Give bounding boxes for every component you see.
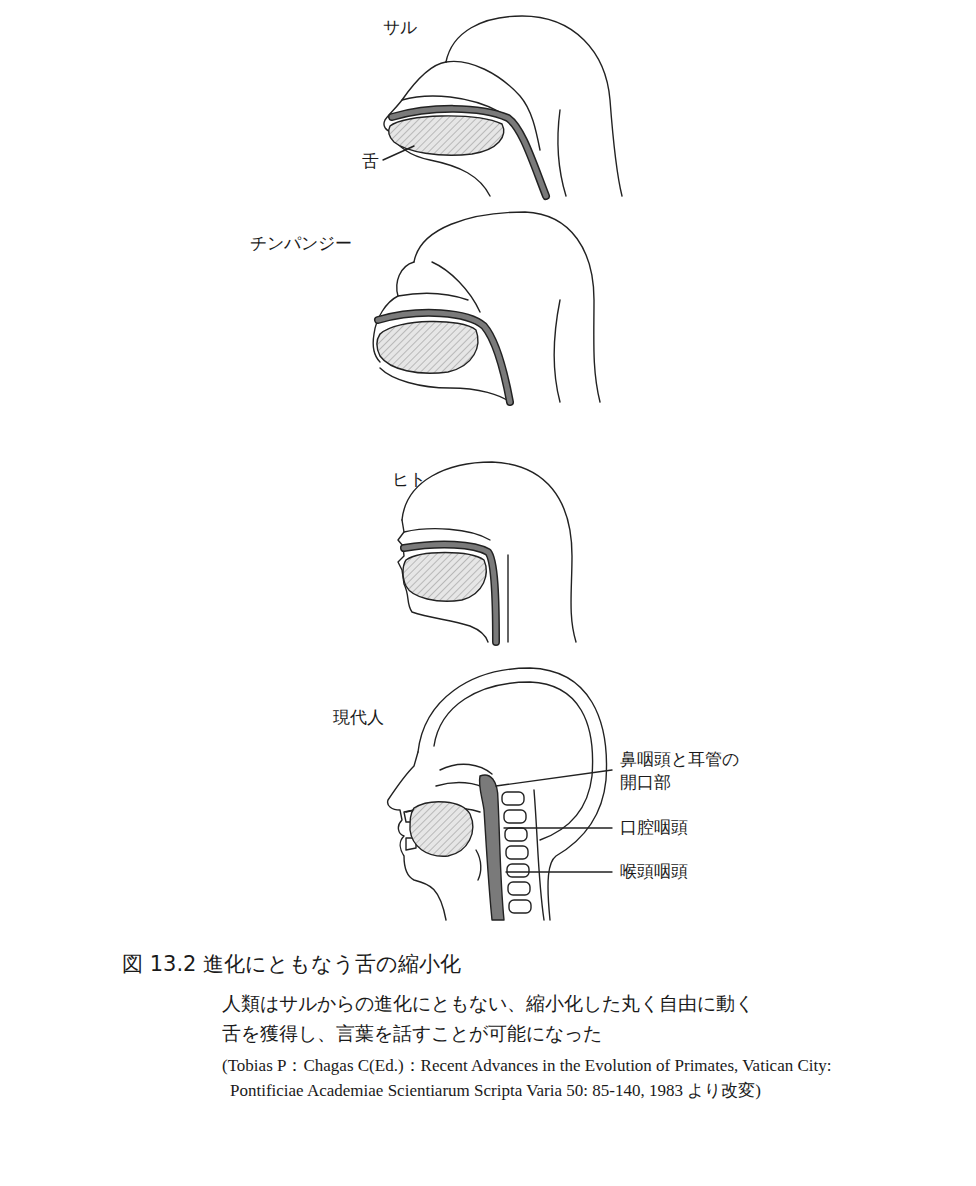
jaw-outline [380, 368, 510, 402]
face-outline [398, 520, 488, 642]
airway-band [404, 545, 496, 642]
nasal-line [404, 529, 490, 540]
epiglottis [476, 850, 481, 880]
nasal-line [398, 293, 468, 300]
leader-line [506, 871, 612, 872]
leader-line [504, 827, 612, 828]
species-label: 現代人 [333, 706, 384, 729]
airway-band [378, 313, 510, 402]
vertebra [509, 900, 531, 913]
pharynx-wall [558, 110, 566, 196]
pharynx-wall [507, 555, 508, 642]
nasal-concha [440, 764, 492, 774]
part-label: 喉頭咽頭 [620, 860, 688, 883]
leader-line [496, 770, 612, 786]
figure-caption: 図 13.2 進化にともなう舌の縮小化 [122, 950, 461, 978]
leader-line [383, 146, 414, 160]
modern-human-head [388, 668, 612, 920]
vertebra [504, 810, 526, 823]
citation: (Tobias P：Chagas C(Ed.)：Recent Advances … [222, 1054, 890, 1103]
tongue [377, 321, 478, 373]
head-outline [402, 462, 576, 642]
spine-line [534, 790, 544, 920]
species-label: サル [383, 16, 417, 39]
vertebra [508, 882, 530, 895]
part-label: 鼻咽頭と耳管の 開口部 [620, 748, 749, 794]
skull-outline [418, 668, 606, 920]
brow-line [432, 262, 480, 312]
vertebra [502, 792, 524, 805]
species-label: ヒト [392, 468, 426, 491]
caption-body: 人類はサルからの進化にともない、縮小化した丸く自由に動く 舌を獲得し、言葉を話す… [222, 988, 767, 1049]
species-label: チンパンジー [250, 232, 352, 255]
airway-band [378, 313, 510, 402]
pharynx-band [479, 775, 504, 920]
airway-band [404, 545, 496, 642]
tongue [403, 553, 486, 602]
vertebra [506, 846, 528, 859]
vertebra [507, 864, 529, 877]
vertebra [505, 828, 527, 841]
pharynx-wall [554, 300, 560, 402]
part-label: 舌 [362, 150, 379, 173]
part-label: 口腔咽頭 [620, 816, 688, 839]
tongue [410, 802, 473, 856]
monkey-head [383, 16, 622, 196]
chimpanzee-head [373, 212, 600, 402]
